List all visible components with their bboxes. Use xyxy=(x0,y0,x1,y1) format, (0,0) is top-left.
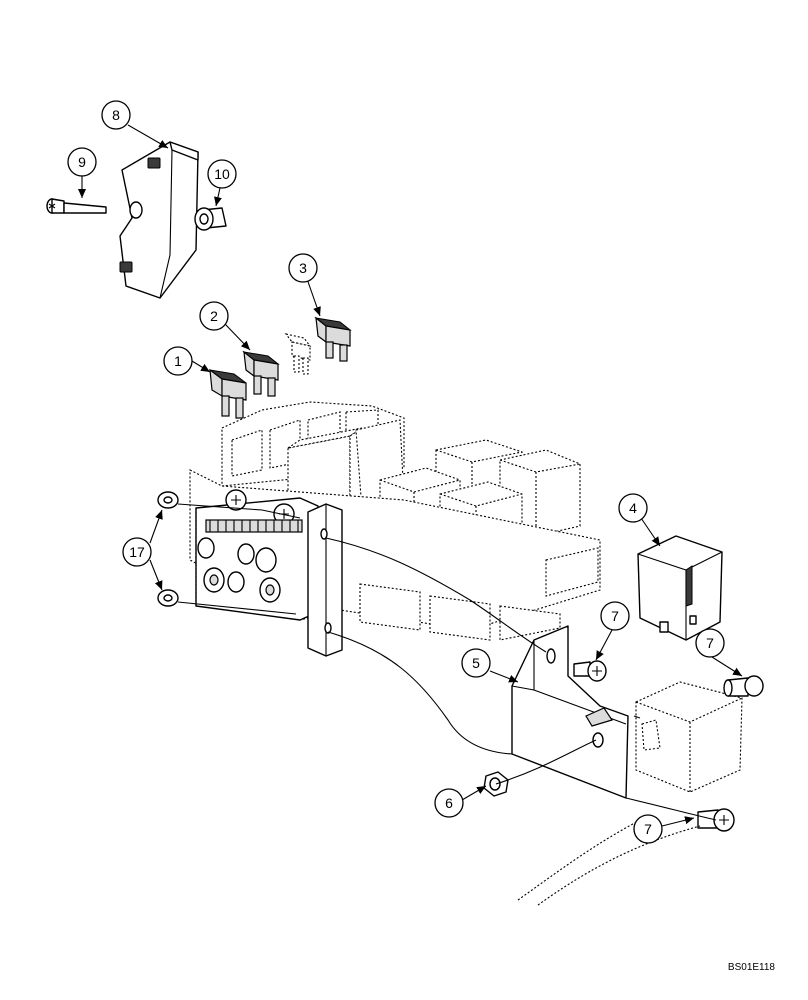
callout-balloon-4: 4 xyxy=(618,493,648,523)
grommet-part-17-upper xyxy=(157,491,179,509)
screw-part-9 xyxy=(46,198,107,214)
main-mounting-bracket xyxy=(307,503,343,657)
callout-label-7-right: 7 xyxy=(706,635,714,651)
mini-fuse-ghost xyxy=(284,333,312,375)
fuse-part-2 xyxy=(242,350,280,397)
callout-balloon-2: 2 xyxy=(199,301,229,331)
screw-part-7-right xyxy=(723,675,764,697)
callout-label-1: 1 xyxy=(174,353,182,369)
callout-balloon-7-lower: 7 xyxy=(633,814,663,844)
bushing-part-10 xyxy=(194,207,227,231)
callout-label-5: 5 xyxy=(472,655,480,671)
screw-part-7-lower xyxy=(697,808,735,832)
fuse-part-1 xyxy=(209,368,247,419)
reference-code: BS01E118 xyxy=(728,962,776,973)
callout-balloon-8: 8 xyxy=(101,100,131,130)
callout-balloon-6: 6 xyxy=(434,788,464,818)
callout-label-3: 3 xyxy=(299,260,307,276)
callout-label-17: 17 xyxy=(129,544,145,560)
callout-balloon-10: 10 xyxy=(207,159,237,189)
callout-balloon-17: 17 xyxy=(122,537,152,567)
callout-label-8: 8 xyxy=(112,107,120,123)
fuse-cover-part-8 xyxy=(119,141,199,299)
relay-ghost-lower xyxy=(635,681,743,793)
callout-balloon-7-upper: 7 xyxy=(600,601,630,631)
breaker-plate xyxy=(195,489,319,621)
callout-label-10: 10 xyxy=(214,166,230,182)
callout-label-9: 9 xyxy=(78,154,86,170)
callout-label-7-lower: 7 xyxy=(644,821,652,837)
callout-balloon-9: 9 xyxy=(67,147,97,177)
assembly-lines xyxy=(177,503,717,906)
callout-label-7-upper: 7 xyxy=(611,608,619,624)
fuse-part-3 xyxy=(314,316,352,362)
leader-lines xyxy=(78,124,743,827)
callout-balloon-5: 5 xyxy=(461,648,491,678)
callout-balloon-7-right: 7 xyxy=(695,628,725,658)
callout-balloon-1: 1 xyxy=(163,346,193,376)
grommet-part-17-lower xyxy=(157,589,179,607)
callout-balloon-3: 3 xyxy=(288,253,318,283)
l-bracket-part-5 xyxy=(511,625,629,799)
callout-label-2: 2 xyxy=(210,308,218,324)
relay-part-4 xyxy=(637,535,723,641)
callout-label-4: 4 xyxy=(629,500,637,516)
screw-part-7-upper xyxy=(573,660,607,682)
callout-label-6: 6 xyxy=(445,795,453,811)
